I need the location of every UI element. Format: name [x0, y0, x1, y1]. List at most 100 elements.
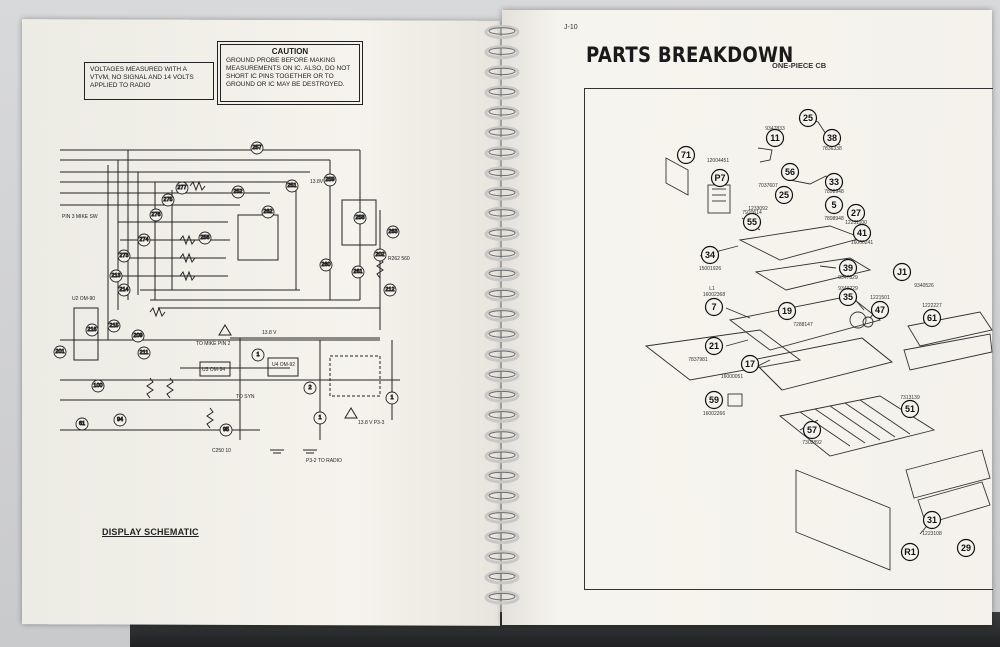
spiral-coil: [484, 307, 520, 322]
spiral-coil: [484, 509, 520, 524]
spiral-coil-shadow: [488, 471, 516, 480]
part-number: 7837981: [688, 357, 708, 363]
test-point-label: 260: [321, 262, 330, 268]
test-point-label: 256: [200, 235, 209, 241]
spiral-coil-shadow: [488, 491, 516, 500]
test-point-label: 100: [93, 383, 102, 389]
test-point-213: [109, 269, 123, 283]
spiral-coil: [484, 105, 520, 120]
spiral-coil-shadow: [488, 87, 516, 96]
spiral-coil: [484, 186, 520, 201]
spiral-coil: [484, 449, 520, 464]
test-point-label: 252: [233, 189, 242, 195]
part-number: 7037607: [758, 183, 778, 189]
spiral-coil-shadow: [488, 168, 516, 177]
spiral-coil-shadow: [488, 209, 516, 217]
spiral-coil-shadow: [488, 431, 516, 439]
label-p3-2: P3-2 TO RADIO: [306, 458, 342, 464]
part-label: 71: [681, 150, 691, 160]
spiral-coil-shadow: [488, 411, 516, 419]
test-point-100: [91, 379, 105, 393]
part-label: 11: [770, 133, 780, 143]
spiral-coil-shadow: [488, 289, 516, 298]
part-number: 7898948: [824, 189, 844, 195]
part-label: 33: [829, 177, 839, 187]
part-callout-21: [704, 336, 724, 356]
spiral-coil: [484, 570, 520, 585]
test-point-label: 1: [318, 415, 321, 421]
part-callout-19: [777, 301, 797, 321]
test-point-label: 1: [256, 352, 259, 358]
spiral-coil: [484, 146, 520, 161]
test-point-label: 215: [109, 323, 118, 329]
part-label: 56: [785, 167, 795, 177]
label-u3: U3 OM-94: [202, 367, 225, 373]
part-callout-31: [922, 510, 942, 530]
test-point-label: 261: [353, 269, 362, 275]
part-callout-51: [900, 399, 920, 419]
test-point-label: 259: [325, 177, 334, 183]
spiral-coil-shadow: [488, 592, 516, 601]
part-label: 7: [711, 302, 716, 312]
part-callout-P7: [710, 168, 730, 188]
part-number: 1223108: [922, 531, 942, 537]
test-point-2: [303, 381, 317, 395]
test-point-202: [373, 248, 387, 262]
test-point-label: 61: [79, 421, 85, 427]
part-label: 55: [747, 217, 757, 227]
test-point-label: 202: [375, 252, 384, 258]
test-point-216: [85, 323, 99, 337]
test-point-1: [313, 411, 327, 425]
test-point-261: [351, 265, 365, 279]
test-point-94: [113, 413, 127, 427]
caution-title: CAUTION: [271, 47, 309, 56]
part-label: 59: [709, 395, 719, 405]
spiral-coil: [484, 328, 520, 342]
spiral-coil: [484, 85, 520, 100]
test-point-260: [319, 258, 333, 272]
part-label: P7: [714, 173, 725, 183]
part-label: 47: [875, 305, 885, 315]
test-point-label: 274: [139, 237, 148, 243]
part-label: 57: [807, 425, 817, 435]
part-callout-56: [780, 162, 800, 182]
label-p3-3: 13.8 V P3-3: [358, 420, 385, 426]
part-callout-47: [870, 300, 890, 320]
part-label: 25: [803, 113, 813, 123]
spiral-coil-shadow: [488, 310, 516, 318]
test-point-277: [175, 181, 189, 195]
part-callout-7: [704, 297, 724, 317]
spiral-coil-shadow: [488, 512, 516, 520]
spiral-coil-shadow: [488, 370, 516, 379]
label-13-8v: 13.8 V: [262, 330, 277, 336]
page-subtitle: ONE-PIECE CB: [772, 61, 827, 70]
spiral-coil-shadow: [488, 390, 516, 399]
part-number: 16002368: [703, 292, 725, 298]
label-to-syn: TO SYN: [236, 394, 255, 400]
part-number: 9347833: [765, 126, 785, 132]
test-point-label: 209: [133, 333, 142, 339]
part-callout-41: [852, 223, 872, 243]
test-point-256: [198, 231, 212, 245]
part-label: 39: [843, 263, 853, 273]
label-r262: R262 560: [388, 256, 410, 262]
spiral-coil: [484, 45, 520, 60]
test-point-209: [131, 329, 145, 343]
test-point-258: [353, 211, 367, 225]
test-point-1: [385, 391, 399, 405]
spiral-coil: [484, 590, 520, 605]
part-label: 41: [857, 228, 867, 238]
part-number: 1221501: [870, 295, 890, 301]
spiral-coil: [484, 530, 520, 544]
test-point-label: 95: [223, 427, 229, 433]
spiral-coil-shadow: [488, 229, 516, 237]
spiral-coil: [484, 429, 520, 443]
spiral-coil-shadow: [488, 572, 516, 581]
part-label: 27: [851, 208, 861, 218]
test-point-label: 216: [87, 327, 96, 333]
spiral-coil-shadow: [488, 350, 516, 358]
part-callout-5: [824, 195, 844, 215]
voltage-note: VOLTAGES MEASURED WITH A VTVM, NO SIGNAL…: [84, 62, 214, 100]
spiral-binding: [484, 25, 520, 605]
